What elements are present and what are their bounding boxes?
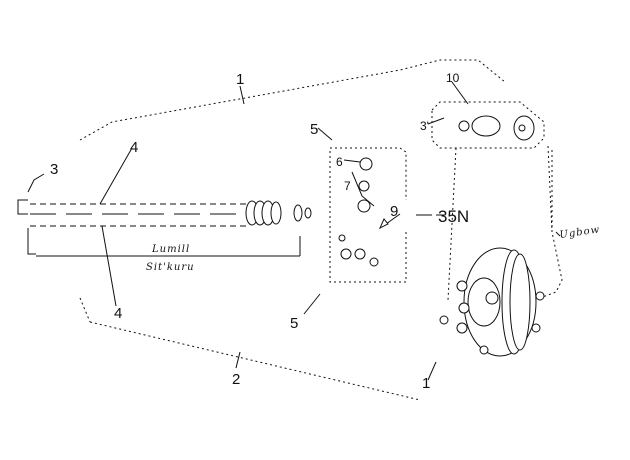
motor-housing bbox=[431, 101, 545, 149]
leader-right-text bbox=[555, 231, 561, 237]
shaft-assembly bbox=[17, 199, 312, 257]
pulley-axle bbox=[485, 291, 499, 305]
label-6: 6 bbox=[336, 155, 343, 169]
motor-unit bbox=[431, 101, 545, 149]
leader-4-bottom bbox=[101, 225, 117, 307]
housing-gear-6 bbox=[359, 157, 373, 171]
leader-1-top bbox=[239, 85, 245, 105]
pulley-bolt-5 bbox=[535, 291, 545, 301]
label-3prime: 3' bbox=[420, 119, 429, 133]
label-4-top: 4 bbox=[130, 139, 138, 156]
housing-arrow-head bbox=[378, 218, 389, 230]
motor-drum bbox=[471, 115, 501, 137]
coupling-ring-4 bbox=[270, 201, 282, 225]
pulley-bolt-1 bbox=[456, 280, 468, 292]
housing-gear-5 bbox=[357, 199, 371, 213]
label-35n: 35N bbox=[438, 207, 469, 226]
housing-link-arm bbox=[351, 171, 375, 207]
leader-4-top bbox=[99, 147, 133, 205]
housing-lower-parts bbox=[338, 234, 379, 267]
housing-gear-7 bbox=[358, 180, 370, 192]
housing-roller-b bbox=[354, 248, 366, 260]
label-4-bottom: 4 bbox=[114, 305, 122, 322]
motor-small-wheel bbox=[458, 120, 470, 132]
enclosure-boundary bbox=[79, 59, 563, 401]
coupling-hub bbox=[293, 204, 303, 222]
motor-bolt bbox=[518, 124, 526, 132]
enclosure-right-edge bbox=[539, 150, 563, 299]
enclosure-bottom-edge bbox=[89, 321, 421, 401]
pulley-bolt-4 bbox=[479, 345, 489, 355]
housing-outline bbox=[329, 147, 407, 283]
housing-upper-parts bbox=[351, 157, 375, 213]
leader-3 bbox=[27, 173, 45, 193]
rod-left-lower-bracket bbox=[27, 228, 36, 255]
leader-2 bbox=[235, 351, 241, 369]
label-7: 7 bbox=[344, 179, 351, 193]
rod-left-bracket bbox=[17, 199, 28, 215]
pulley-bolt-3 bbox=[456, 322, 468, 334]
housing-arrow-9 bbox=[385, 213, 401, 225]
label-10: 10 bbox=[446, 71, 460, 85]
central-housing bbox=[329, 147, 407, 283]
leader-1-bottom bbox=[427, 361, 437, 381]
handwritten-right: Ugbow bbox=[559, 224, 601, 241]
label-5-top: 5 bbox=[310, 121, 318, 138]
label-1-top: 1 bbox=[236, 71, 244, 88]
pulley-assembly bbox=[439, 247, 545, 357]
label-5-bottom: 5 bbox=[290, 315, 298, 332]
label-9: 9 bbox=[390, 203, 398, 220]
housing-roller-c bbox=[369, 257, 379, 267]
enclosure-left-edge bbox=[79, 297, 91, 323]
coupling bbox=[245, 200, 312, 226]
leader-5-top bbox=[317, 127, 333, 141]
leader-3prime bbox=[427, 117, 445, 125]
leader-10 bbox=[451, 81, 469, 105]
label-1-bottom: 1 bbox=[422, 375, 430, 392]
handwritten-line-1: Lumill bbox=[151, 244, 190, 255]
label-2: 2 bbox=[232, 371, 240, 388]
label-3: 3 bbox=[50, 161, 58, 178]
drive-belt-right bbox=[547, 145, 553, 233]
coupling-nut bbox=[304, 207, 312, 219]
handwritten-line-2: Sit'kuru bbox=[146, 262, 195, 273]
pulley-bolt-6 bbox=[531, 323, 541, 333]
enclosure-top-edge bbox=[79, 59, 506, 141]
leader-5-bottom bbox=[303, 293, 321, 315]
pulley-bolt-2 bbox=[458, 302, 470, 314]
pulley-bolt-7 bbox=[439, 315, 449, 325]
housing-roller-d bbox=[338, 234, 346, 242]
pulley-disc-3 bbox=[509, 253, 531, 351]
pulley-hub bbox=[467, 277, 501, 327]
leader-6 bbox=[343, 159, 361, 163]
drive-belt-left bbox=[447, 147, 457, 301]
housing-roller-a bbox=[340, 248, 352, 260]
